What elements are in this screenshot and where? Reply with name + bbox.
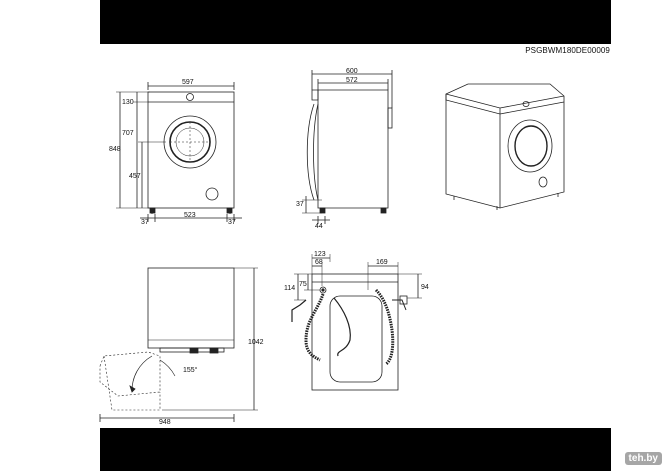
iso-outline (445, 83, 565, 209)
label-130: 130 (122, 99, 134, 106)
front-foot-right (226, 207, 233, 214)
label-948: 948 (159, 419, 171, 426)
front-view (116, 82, 242, 222)
label-523: 523 (184, 212, 196, 219)
label-123: 123 (314, 251, 326, 258)
label-side-37: 37 (296, 201, 304, 208)
filter-cover (205, 187, 219, 201)
label-169: 169 (376, 259, 388, 266)
label-75: 75 (299, 281, 307, 288)
iso-door-inner (514, 125, 548, 167)
side-door (306, 103, 315, 201)
side-view (302, 70, 393, 224)
label-foot-right-37: 37 (228, 219, 236, 226)
label-155-degrees: 155° (183, 366, 198, 374)
document-code: PSGBWM180DE00009 (525, 46, 610, 55)
program-knob (186, 93, 194, 101)
top-body (147, 267, 235, 349)
front-foot-left (149, 207, 156, 214)
label-44: 44 (315, 223, 323, 230)
top-view (99, 267, 258, 422)
watermark-logo: teh.by (624, 452, 662, 465)
label-707: 707 (122, 130, 134, 137)
label-1042: 1042 (248, 339, 264, 346)
front-body (147, 91, 235, 209)
side-body (317, 89, 389, 209)
back-view (291, 254, 422, 391)
back-panel (329, 295, 383, 383)
bottom-black-bar (100, 428, 611, 471)
label-457: 457 (129, 173, 141, 180)
label-foot-left-37: 37 (141, 219, 149, 226)
top-black-bar (100, 0, 611, 44)
dimension-labels: 597 130 707 848 457 37 523 37 600 572 37… (109, 68, 429, 426)
label-572: 572 (346, 77, 358, 84)
label-114: 114 (284, 285, 295, 292)
label-68: 68 (315, 259, 323, 266)
iso-door-outer (507, 119, 553, 173)
back-body (311, 273, 399, 391)
label-600: 600 (346, 68, 358, 75)
perspective-view (445, 83, 565, 210)
label-width-597: 597 (182, 79, 194, 86)
label-848: 848 (109, 146, 121, 153)
label-94: 94 (421, 284, 429, 291)
